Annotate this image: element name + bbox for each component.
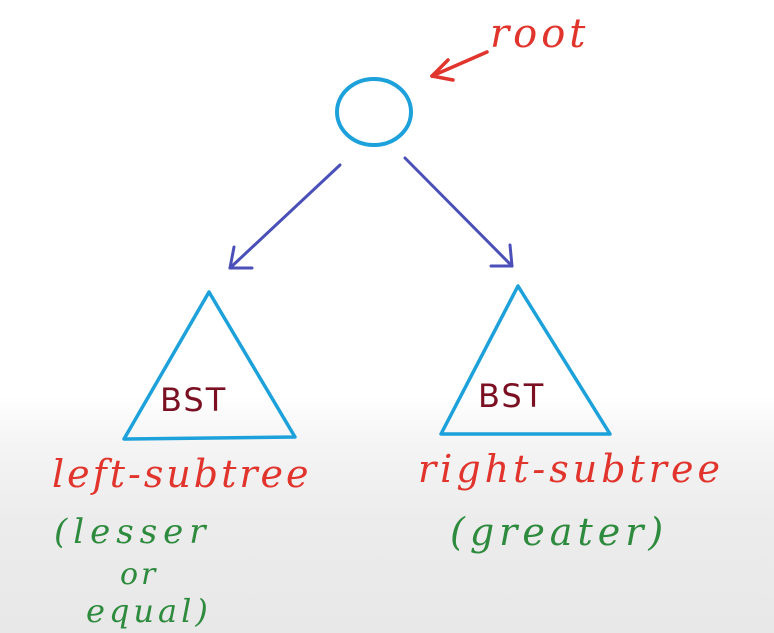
root-label: root [490,11,590,57]
root-pointer-arrow [430,50,489,82]
right-note: (greater) [450,510,669,554]
left-subtree-triangle [122,290,297,441]
left-bst-label: BST [160,381,228,419]
left-note-line1: (lesser [54,512,212,552]
left-note-line3: equal) [86,592,212,630]
root-node [335,77,413,147]
right-subtree-triangle [439,284,612,436]
left-edge-arrow [228,163,342,270]
right-edge-arrow [403,156,514,268]
right-subtree-caption: right-subtree [418,447,724,491]
left-subtree-caption: left-subtree [52,452,312,496]
right-bst-label: BST [478,377,546,415]
left-note-line2: or [120,557,159,592]
